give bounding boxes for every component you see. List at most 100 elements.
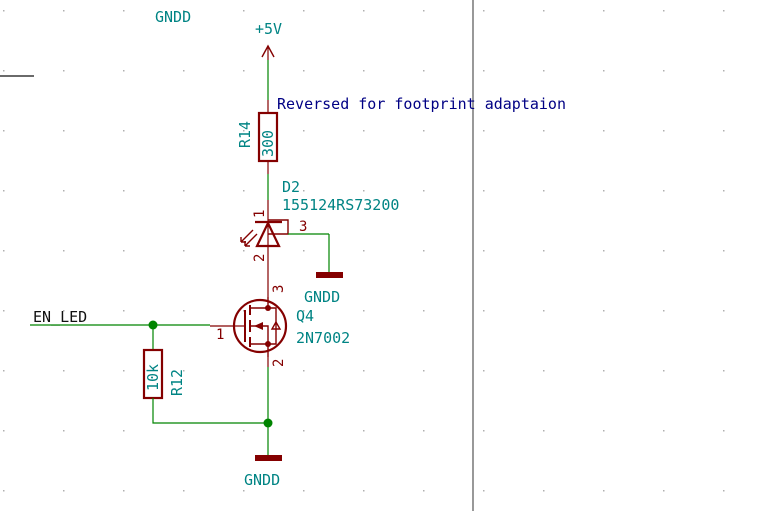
- power-5v-symbol[interactable]: +5V: [255, 20, 282, 60]
- grid-dot: [543, 130, 545, 132]
- grid-dot: [543, 250, 545, 252]
- grid-dot: [303, 370, 305, 372]
- q4-value: 2N7002: [296, 329, 350, 347]
- grid-dot: [423, 430, 425, 432]
- d2-pin-2: 2: [252, 254, 268, 262]
- mosfet-arrow-icon: [254, 322, 263, 330]
- grid-dot: [363, 490, 365, 492]
- grid-dot: [483, 250, 485, 252]
- grid-dot: [3, 70, 5, 72]
- grid-dot: [183, 10, 185, 12]
- grid-dot: [603, 250, 605, 252]
- grid-dot: [303, 250, 305, 252]
- grid-dot: [603, 70, 605, 72]
- led-d2[interactable]: D2 155124RS73200 1 2 3: [240, 178, 399, 265]
- r12-value: 10k: [144, 364, 162, 391]
- grid-dot: [63, 250, 65, 252]
- grid-dot: [723, 250, 725, 252]
- grid-dot: [603, 490, 605, 492]
- power-5v-label: +5V: [255, 20, 282, 38]
- grid-dot: [603, 10, 605, 12]
- grid-dot: [723, 70, 725, 72]
- grid-dot: [363, 190, 365, 192]
- grid-dot: [483, 190, 485, 192]
- grid-dot: [303, 310, 305, 312]
- grid-dot: [243, 310, 245, 312]
- grid-dot: [183, 430, 185, 432]
- grid-dot: [543, 430, 545, 432]
- note-text: Reversed for footprint adaptaion: [277, 95, 566, 113]
- grid-dot: [363, 130, 365, 132]
- grid-dot: [123, 190, 125, 192]
- grid-dot: [183, 70, 185, 72]
- grid-dot: [303, 10, 305, 12]
- grid-dot: [363, 310, 365, 312]
- grid-dot: [3, 370, 5, 372]
- grid-dot: [63, 130, 65, 132]
- grid-dot: [483, 430, 485, 432]
- grid-dot: [723, 490, 725, 492]
- grid-dot: [183, 250, 185, 252]
- grid-dot: [663, 430, 665, 432]
- grid-dot: [543, 190, 545, 192]
- q4-pin-3: 3: [271, 285, 287, 293]
- grid-dot: [63, 10, 65, 12]
- grid-dot: [423, 70, 425, 72]
- grid-dot: [603, 370, 605, 372]
- grid-dot: [303, 490, 305, 492]
- net-label-en-led[interactable]: EN_LED: [33, 308, 87, 326]
- grid-dot: [423, 10, 425, 12]
- wire-r12-gnd[interactable]: [152, 398, 268, 424]
- d2-pin-1: 1: [252, 210, 268, 218]
- grid-dot: [663, 370, 665, 372]
- grid-dot: [363, 70, 365, 72]
- resistor-r12[interactable]: 10k R12: [142, 348, 186, 400]
- grid-dot: [123, 70, 125, 72]
- grid-dot: [123, 370, 125, 372]
- grid-dot: [3, 10, 5, 12]
- grid-dot: [663, 490, 665, 492]
- grid-dot: [483, 10, 485, 12]
- grid-dot: [63, 70, 65, 72]
- grid-dot: [63, 310, 65, 312]
- grid-dot: [363, 370, 365, 372]
- gnd-symbol-bottom[interactable]: [255, 455, 282, 461]
- grid-dot: [123, 490, 125, 492]
- light-arrow-icon: [244, 233, 258, 247]
- grid-dot: [363, 250, 365, 252]
- r12-ref: R12: [168, 369, 186, 396]
- grid-dot: [543, 370, 545, 372]
- mosfet-q4[interactable]: 1 2 3 Q4 2N7002: [210, 265, 350, 367]
- grid-dot: [423, 250, 425, 252]
- gndd-label-led: GNDD: [304, 288, 340, 306]
- grid-dot: [423, 490, 425, 492]
- grid-dot: [243, 70, 245, 72]
- grid-dot: [363, 10, 365, 12]
- grid-dot: [543, 310, 545, 312]
- grid-dot: [423, 310, 425, 312]
- grid-dot: [243, 250, 245, 252]
- grid-dot: [543, 490, 545, 492]
- grid-dot: [663, 310, 665, 312]
- grid-dot: [723, 310, 725, 312]
- grid-dot: [183, 490, 185, 492]
- grid-dot: [723, 370, 725, 372]
- grid-dot: [303, 190, 305, 192]
- junction-dot: [263, 418, 273, 428]
- d2-value: 155124RS73200: [282, 196, 399, 214]
- grid-dot: [663, 190, 665, 192]
- gnd-symbol-led[interactable]: [316, 272, 343, 278]
- q4-pin-1: 1: [216, 327, 224, 343]
- grid-dot: [123, 310, 125, 312]
- grid-dot: [123, 250, 125, 252]
- r14-ref: R14: [236, 121, 254, 148]
- grid-dot: [123, 130, 125, 132]
- grid-dot: [63, 190, 65, 192]
- grid-dot: [3, 310, 5, 312]
- grid-dot: [243, 490, 245, 492]
- grid-dot: [3, 250, 5, 252]
- grid-dot: [483, 490, 485, 492]
- grid-dot: [723, 190, 725, 192]
- resistor-r14[interactable]: 300 R14: [236, 111, 279, 163]
